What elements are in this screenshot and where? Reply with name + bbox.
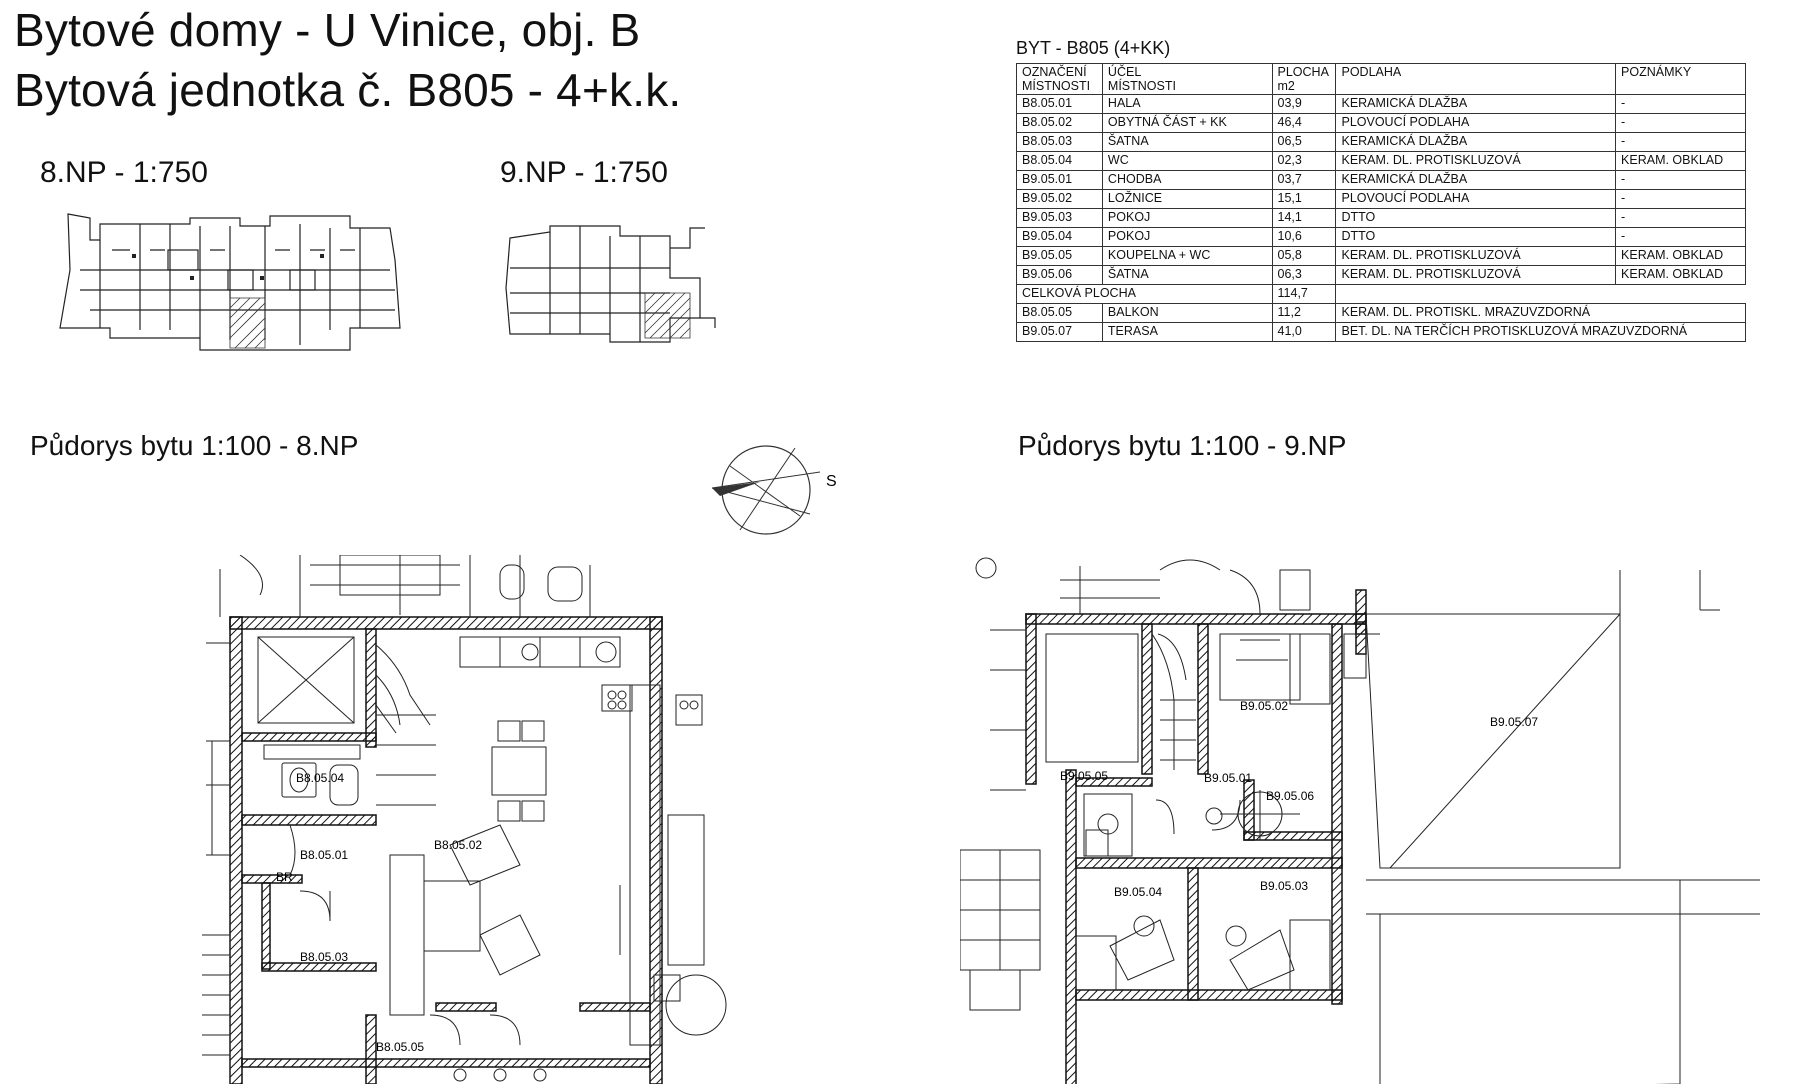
room-table-caption: BYT - B805 (4+KK) [1016, 38, 1171, 58]
room-label-b9-05-05: B9.05.05 [1060, 769, 1108, 783]
room-label-b9-05-03: B9.05.03 [1260, 879, 1308, 893]
key-plan-8np-drawing [59, 213, 401, 351]
compass-label: S [826, 473, 837, 490]
key-plan-9np-title: 9.NP - 1:750 [500, 156, 668, 189]
room-label-b8-05-01: B8.05.01 [300, 848, 348, 862]
room-label-br: BR [276, 870, 293, 884]
room-label-b8-05-05: B8.05.05 [376, 1040, 424, 1054]
plan-8np-title: Půdorys bytu 1:100 - 8.NP [30, 430, 359, 461]
header-notes: POZNÁMKY [1615, 63, 1746, 95]
room-label-b8-05-04: B8.05.04 [296, 771, 344, 785]
floor-plan-9np: B9.05.02 B9.05.07 B9.05.05 B9.05.01 B9.0… [960, 557, 1760, 1084]
room-label-b8-05-02: B8.05.02 [434, 838, 482, 852]
room-label-b9-05-07: B9.05.07 [1490, 715, 1538, 729]
header-floor: PODLAHA [1335, 63, 1617, 95]
table-total-row: CELKOVÁ PLOCHA 114,7 [1016, 284, 1746, 304]
north-compass: S [711, 445, 837, 535]
plan-9np-title: Půdorys bytu 1:100 - 9.NP [1018, 430, 1347, 461]
header-line-1: Bytové domy - U Vinice, obj. B [14, 4, 641, 56]
total-label: CELKOVÁ PLOCHA [1016, 284, 1273, 304]
key-plan-9np-drawing [505, 225, 716, 343]
total-value: 114,7 [1271, 284, 1337, 304]
header-line-2: Bytová jednotka č. B805 - 4+k.k. [14, 64, 682, 116]
room-label-b9-05-04: B9.05.04 [1114, 885, 1162, 899]
room-label-b9-05-06: B9.05.06 [1266, 789, 1314, 803]
key-plan-8np-title: 8.NP - 1:750 [40, 156, 208, 189]
room-label-b9-05-02: B9.05.02 [1240, 699, 1288, 713]
room-label-b8-05-03: B8.05.03 [300, 950, 348, 964]
room-label-b9-05-01: B9.05.01 [1204, 771, 1252, 785]
floor-plan-8np: B8.05.04 B8.05.02 B8.05.01 BR B8.05.03 B… [202, 555, 727, 1084]
